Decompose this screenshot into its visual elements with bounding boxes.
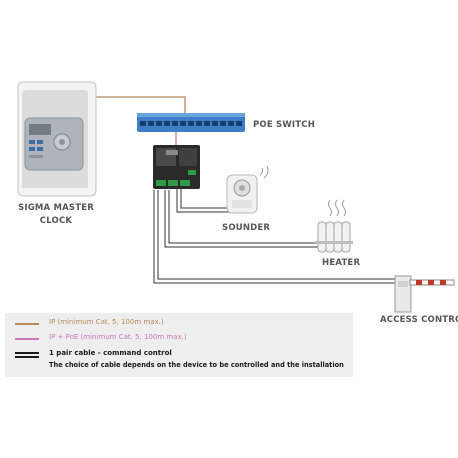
legend-item-control: 1 pair cable - command control xyxy=(5,349,353,361)
master-clock-label-line2: CLOCK xyxy=(39,216,73,226)
access-control-barrier-icon xyxy=(394,275,455,313)
master-clock-icon xyxy=(17,81,97,197)
sounder-label: SOUNDER xyxy=(222,223,271,233)
ip-cable-clock-to-switch xyxy=(96,96,186,113)
poe-switch-icon xyxy=(137,113,245,132)
sounder-icon xyxy=(226,165,269,214)
legend-swatch-control-a xyxy=(15,352,39,354)
legend-note: The choice of cable depends on the devic… xyxy=(49,361,344,369)
legend-swatch-control-b xyxy=(15,356,39,358)
poe-switch-label: POE SWITCH xyxy=(253,120,316,130)
master-clock-label: SIGMA MASTER CLOCK xyxy=(11,203,101,226)
heater-icon xyxy=(315,199,353,253)
legend-swatch-poe xyxy=(15,338,39,340)
legend-text-ip: IP (minimum Cat. 5, 100m max.) xyxy=(49,318,164,326)
access-control-label: ACCESS CONTROL xyxy=(380,315,458,325)
control-cable-to-heater xyxy=(164,190,318,248)
legend-text-poe: IP + PoE (minimum Cat. 5, 100m max.) xyxy=(49,333,187,341)
legend-item-ip: IP (minimum Cat. 5, 100m max.) xyxy=(5,318,353,330)
control-cable-to-access-control xyxy=(153,190,398,284)
legend-item-poe: IP + PoE (minimum Cat. 5, 100m max.) xyxy=(5,333,353,345)
legend-swatch-ip xyxy=(15,323,39,325)
heater-label: HEATER xyxy=(322,258,361,268)
legend-text-control: 1 pair cable - command control xyxy=(49,349,172,357)
relay-module-icon xyxy=(153,145,200,189)
control-cable-to-sounder xyxy=(176,189,230,213)
master-clock-label-line1: SIGMA MASTER xyxy=(18,203,94,213)
legend: IP (minimum Cat. 5, 100m max.) IP + PoE … xyxy=(5,313,353,377)
